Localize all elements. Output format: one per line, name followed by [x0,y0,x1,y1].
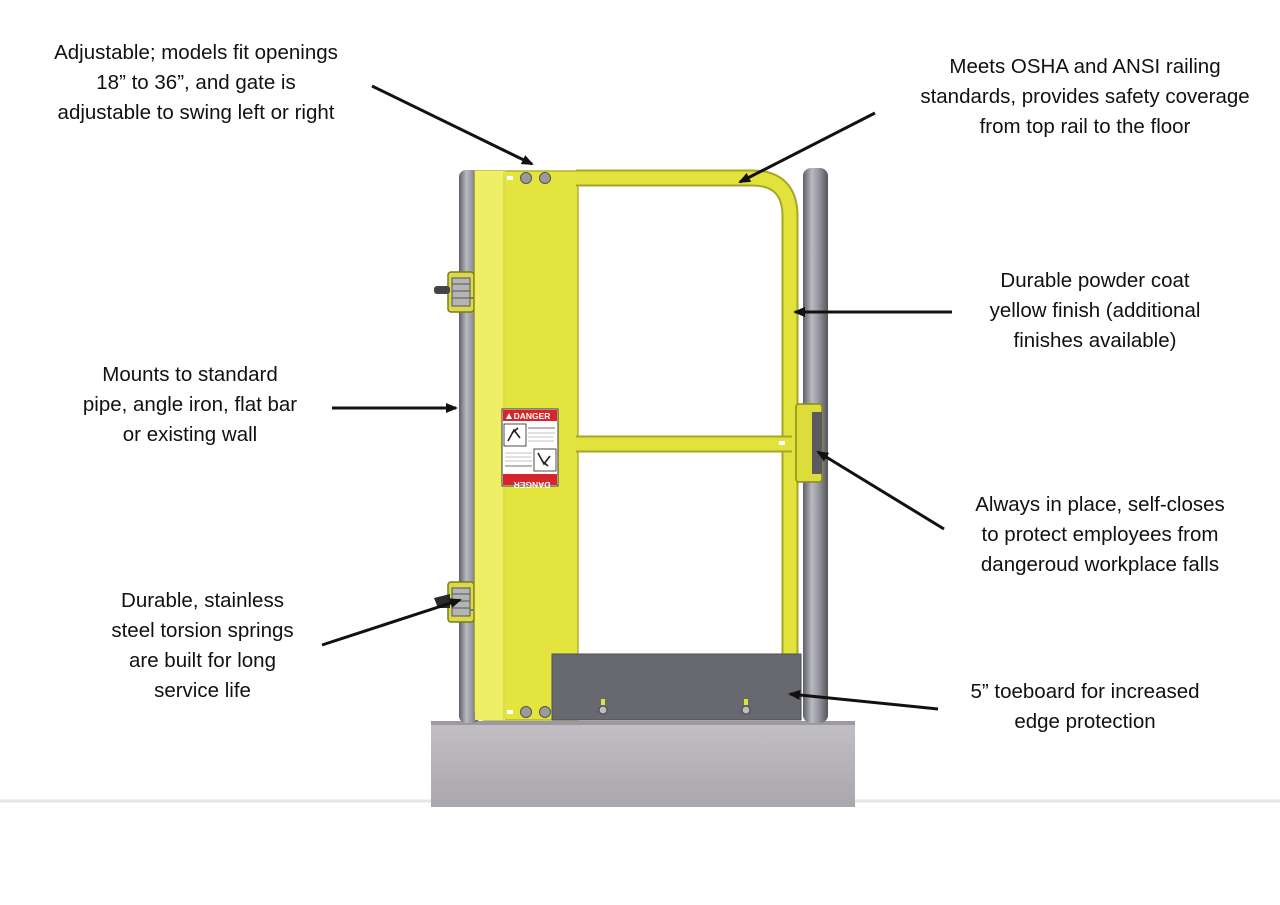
callout-line: yellow finish (additional [989,299,1201,322]
callout-line: dangeroud workplace falls [980,553,1220,576]
falling-person-icon [507,427,521,442]
callout-powder-coat: Durable powder coat yellow finish (addit… [940,266,1250,356]
callout-springs: Durable, stainless steel torsion springs… [40,586,365,706]
callout-osha: Meets OSHA and ANSI railing standards, p… [890,52,1280,142]
callout-line: 18” to 36”, and gate is [96,71,296,94]
danger-header-bottom: DANGER [514,480,551,490]
danger-header-top: DANGER [514,411,551,421]
callout-line: edge protection [1014,710,1156,733]
callout-arrows [321,84,952,711]
callout-mounts: Mounts to standard pipe, angle iron, fla… [40,360,340,450]
callout-line: Mounts to standard [102,363,278,386]
floor-base [431,721,855,807]
latch [795,403,823,483]
callout-line: to protect employees from [981,523,1219,546]
danger-sign: DANGER DANGER [501,408,559,490]
arrow-adjustable [371,84,534,166]
callout-line: Durable powder coat [1000,269,1190,292]
warning-triangle-icon [506,413,512,419]
callout-toeboard: 5” toeboard for increased edge protectio… [920,677,1250,737]
arrow-toeboard [788,690,939,711]
callout-line: Adjustable; models fit openings [54,41,338,64]
callout-adjustable: Adjustable; models fit openings 18” to 3… [0,38,392,128]
callout-line: steel torsion springs [111,619,294,642]
callout-line: pipe, angle iron, flat bar [82,393,298,416]
toeboard [551,653,802,721]
callout-line: are built for long [128,649,276,672]
callout-self-closes: Always in place, self-closes to protect … [920,490,1280,580]
callout-line: adjustable to swing left or right [57,101,335,124]
arrow-closes [816,450,945,531]
callout-line: Always in place, self-closes [975,493,1225,516]
callout-line: or existing wall [122,423,258,446]
callout-line: Meets OSHA and ANSI railing [949,55,1221,78]
arrow-springs [321,598,462,647]
falling-person-icon-inverted [537,452,551,467]
callout-line: 5” toeboard for increased [970,680,1200,703]
gate-frame [576,169,799,670]
callout-line: Durable, stainless [121,589,284,612]
callout-line: finishes available) [1013,329,1177,352]
callout-line: from top rail to the floor [979,115,1191,138]
callout-line: standards, provides safety coverage [920,85,1250,108]
callout-line: service life [154,679,251,702]
top-hinge [434,271,492,313]
arrow-osha [738,111,876,184]
